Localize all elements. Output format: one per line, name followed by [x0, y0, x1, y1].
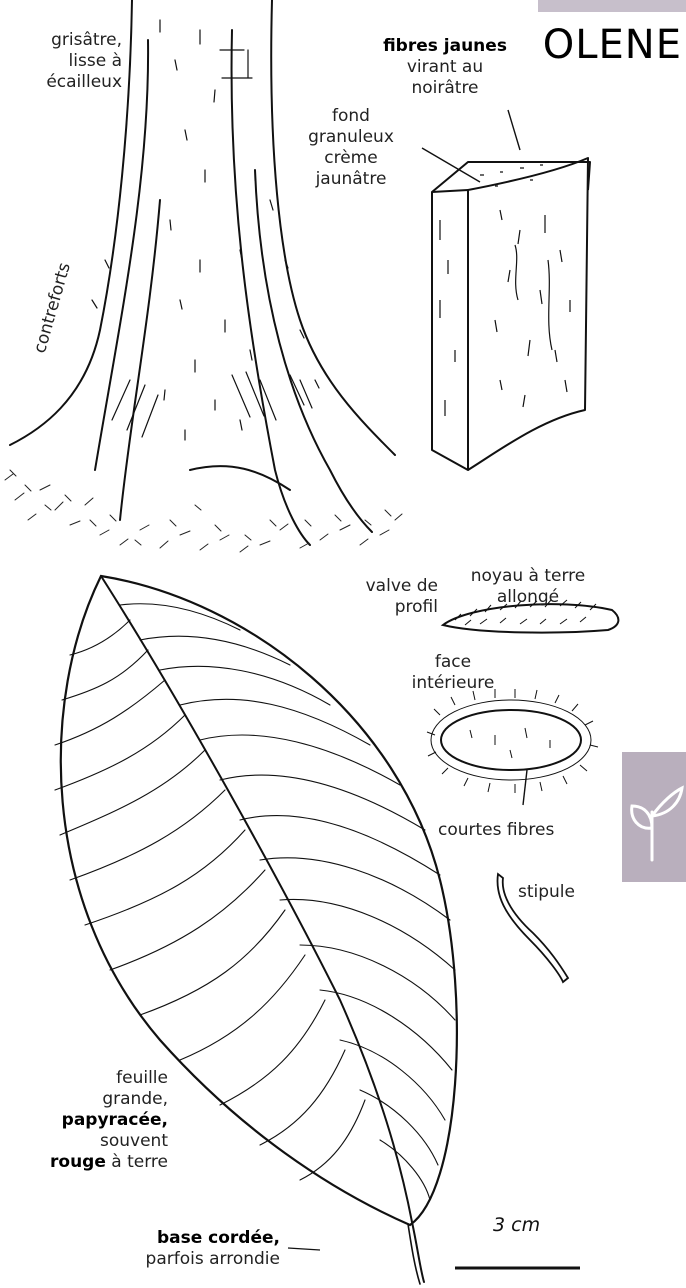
fibres-label-line-2: virant au: [370, 57, 520, 78]
noyau-label-line-1: noyau à terre: [450, 566, 606, 587]
noyau-label-line-2: allongé: [450, 587, 606, 608]
fond-label-line-3: crème: [296, 148, 406, 169]
bark-label-line-3: écailleux: [14, 72, 122, 93]
slash-block-drawing: [432, 158, 590, 470]
fond-label: fond granuleux crème jaunâtre: [296, 106, 406, 190]
slash-leaders: [422, 110, 520, 182]
feuille-label-line-2: grande,: [20, 1089, 168, 1110]
face-label: face intérieure: [408, 652, 498, 694]
base-leader: [288, 1248, 320, 1250]
valve-label-line-2: profil: [340, 597, 438, 618]
face-label-line-2: intérieure: [408, 673, 498, 694]
leaf-drawing: [55, 576, 457, 1284]
fond-label-line-1: fond: [296, 106, 406, 127]
base-label-line-1: base cordée,: [80, 1228, 280, 1249]
face-label-line-1: face: [408, 652, 498, 673]
feuille-label-line-3: papyracée,: [20, 1110, 168, 1131]
bark-label-line-1: grisâtre,: [14, 30, 122, 51]
fibres-label-line-1: fibres jaunes: [370, 36, 520, 57]
feuille-label-line-1: feuille: [20, 1068, 168, 1089]
base-label: base cordée, parfois arrondie: [80, 1228, 280, 1270]
feuille-label-line-4: souvent: [20, 1131, 168, 1152]
section-tab: [622, 752, 686, 882]
fond-label-line-4: jaunâtre: [296, 169, 406, 190]
fond-label-line-2: granuleux: [296, 127, 406, 148]
base-label-line-2: parfois arrondie: [80, 1249, 280, 1270]
valve-label-line-1: valve de: [340, 576, 438, 597]
kernel-inner-face-drawing: [427, 689, 598, 793]
feuille-label-line-5: rouge à terre: [20, 1152, 168, 1173]
bark-label-line-2: lisse à: [14, 51, 122, 72]
seedling-icon: [622, 752, 686, 882]
feuille-label: feuille grande, papyracée, souvent rouge…: [20, 1068, 168, 1173]
valve-label: valve de profil: [340, 576, 438, 618]
scale-label: 3 cm: [493, 1214, 540, 1236]
courtes-leader: [523, 770, 527, 805]
noyau-label: noyau à terre allongé: [450, 566, 606, 608]
bark-label: grisâtre, lisse à écailleux: [14, 30, 122, 93]
fibres-label-line-3: noirâtre: [370, 78, 520, 99]
stipule-label: stipule: [518, 882, 575, 903]
courtes-label: courtes fibres: [438, 820, 554, 841]
fibres-label: fibres jaunes virant au noirâtre: [370, 36, 520, 99]
